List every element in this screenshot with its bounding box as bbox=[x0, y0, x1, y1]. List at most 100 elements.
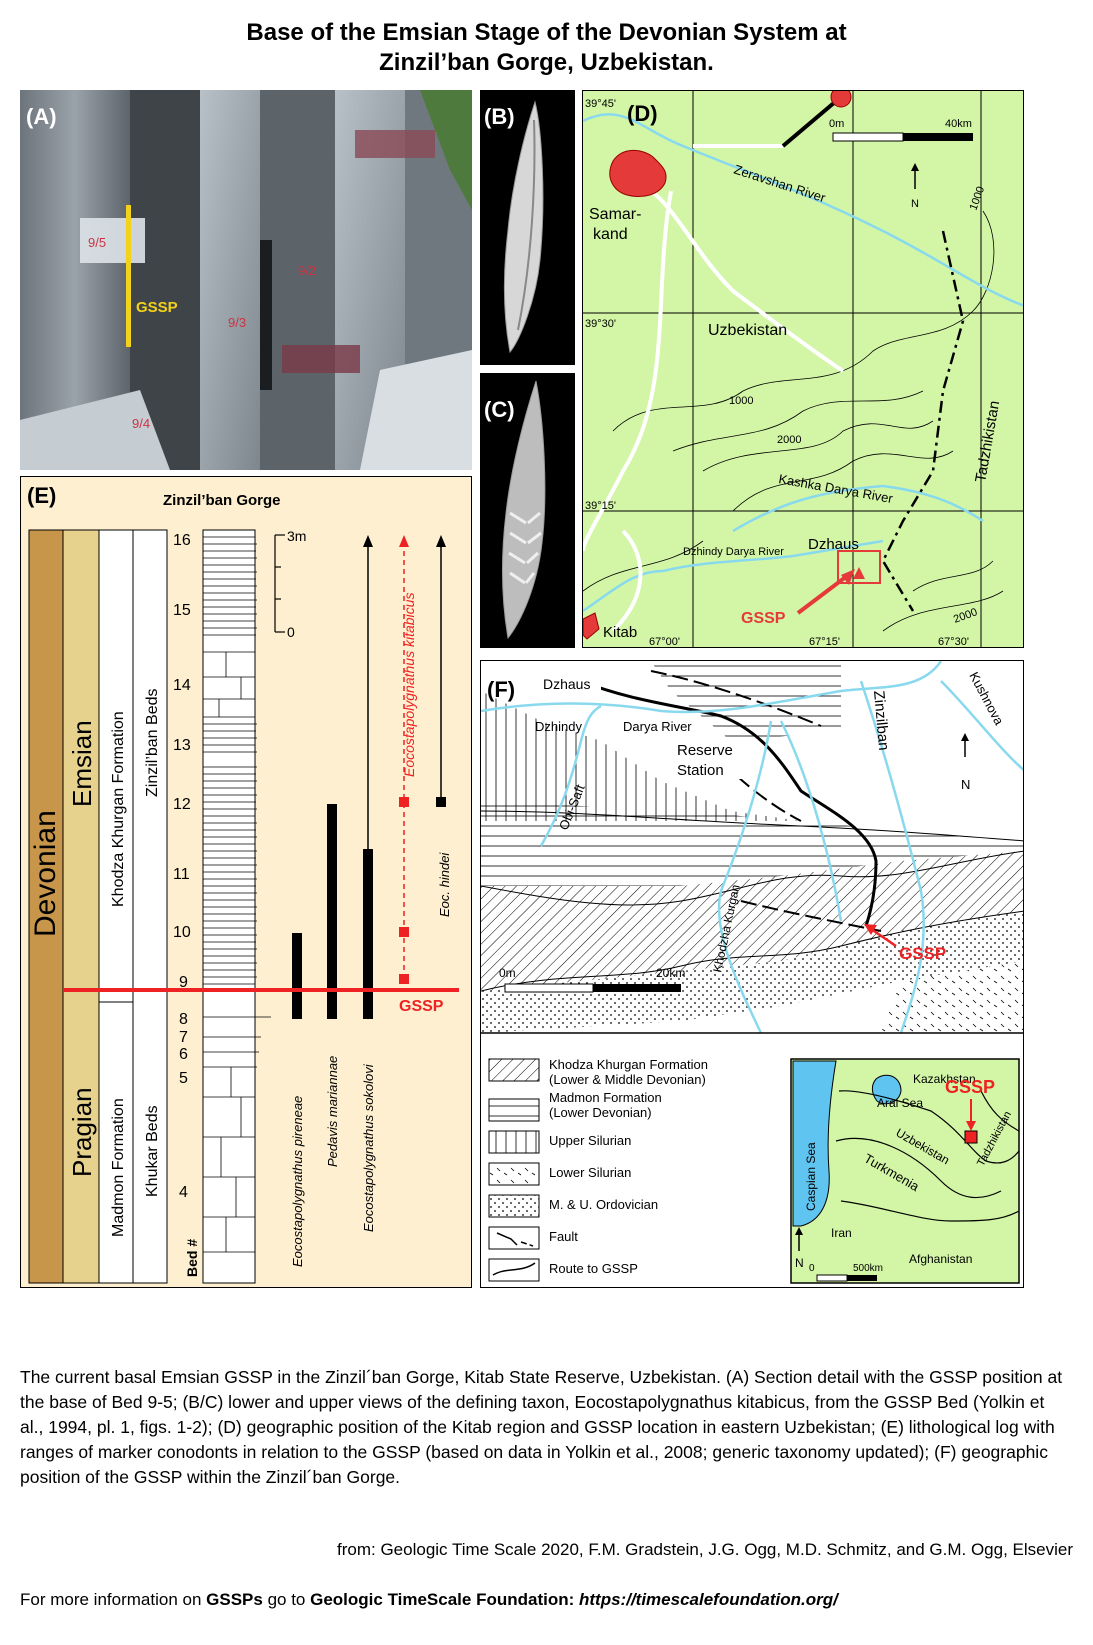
figure-caption: The current basal Emsian GSSP in the Zin… bbox=[20, 1367, 1063, 1487]
gssp-marker-bar bbox=[126, 205, 131, 347]
tadzhikistan-label: Tadzhikistan bbox=[972, 399, 1003, 483]
conodont-lower-view bbox=[503, 100, 544, 354]
bed-label-9-4: 9/4 bbox=[132, 416, 150, 431]
legend-khodza-1: Khodza Khurgan Formation bbox=[549, 1057, 708, 1072]
bed-11: 11 bbox=[173, 866, 190, 883]
bed-axis-label: Bed # bbox=[184, 1239, 200, 1277]
madmon-area-central bbox=[481, 801, 1023, 886]
range-pireneae bbox=[292, 933, 302, 1019]
map-d-north: N bbox=[911, 198, 919, 210]
ordovician-area bbox=[481, 911, 1023, 1033]
sokolovi-arrow-icon bbox=[363, 535, 373, 547]
local-rivers bbox=[481, 661, 1023, 1034]
lat-label-1: 39°45' bbox=[585, 98, 616, 110]
gorge-map-svg: GSSP 0m 20km N Dzhaus Dzhindy Darya Rive… bbox=[481, 661, 1023, 1284]
panel-d-regional-map: 0m 40km N 39°45' 39°30' 39°15' 67°00' 67… bbox=[582, 90, 1024, 648]
dzhaus-label: Dzhaus bbox=[808, 536, 859, 553]
legend-fault: Fault bbox=[549, 1229, 578, 1244]
inset-scale-max: 500km bbox=[853, 1263, 883, 1274]
inset-gssp-marker bbox=[964, 1130, 978, 1144]
scale-bottom-label: 0 bbox=[287, 624, 295, 640]
kitab-city bbox=[583, 612, 600, 640]
bed-5: 5 bbox=[179, 1070, 188, 1087]
bed-9: 9 bbox=[179, 974, 188, 991]
map-f-scale-max: 20km bbox=[656, 966, 685, 980]
zinzilban-label: Zinzilban bbox=[870, 690, 892, 751]
thin-bedded-limestone bbox=[203, 536, 257, 985]
route-to-gssp bbox=[580, 679, 878, 927]
outcrop-illustration: 9/5 9/2 9/3 9/4 GSSP bbox=[20, 90, 472, 470]
local-dzhindy-label: Dzhindy bbox=[535, 719, 582, 734]
legend-madmon-2: (Lower Devonian) bbox=[549, 1105, 652, 1120]
local-dzhaus-label: Dzhaus bbox=[543, 676, 590, 692]
panel-b-label: (B) bbox=[484, 104, 515, 129]
taxon-sokolovi: Eocostapolygnathus sokolovi bbox=[361, 1063, 376, 1232]
panel-b-conodont-lower: (B) bbox=[480, 90, 575, 365]
rivers bbox=[583, 113, 1023, 613]
title-line-1: Base of the Emsian Stage of the Devonian… bbox=[246, 19, 847, 46]
inset-map bbox=[790, 1058, 1020, 1284]
bed-label-9-2: 9/2 bbox=[298, 263, 316, 278]
bed-16: 16 bbox=[173, 532, 191, 549]
stratigraphic-log-svg: Devonian Emsian Pragian Khodza Khurgan F… bbox=[28, 492, 459, 1284]
devonian-label: Devonian bbox=[29, 810, 62, 937]
legend-madmon-1: Madmon Formation bbox=[549, 1090, 662, 1105]
zinzilban-beds-label: Zinzil’ban Beds bbox=[144, 689, 161, 798]
range-mariannae bbox=[327, 804, 337, 1019]
thickness-scale bbox=[274, 534, 285, 633]
lon-label-1: 67°00' bbox=[649, 636, 680, 648]
khodza-formation-column bbox=[98, 529, 134, 1003]
lon-label-2: 67°15' bbox=[809, 636, 840, 648]
contour-label-2: 1000 bbox=[968, 185, 988, 212]
gssp-arrow bbox=[796, 571, 853, 615]
dzhindy-river-label: Dzhindy Darya River bbox=[683, 546, 784, 558]
more-prefix: For more information on bbox=[20, 1590, 207, 1609]
panel-e-stratigraphic-log: Devonian Emsian Pragian Khodza Khurgan F… bbox=[20, 476, 472, 1288]
pragian-label: Pragian bbox=[67, 1087, 97, 1177]
more-info-line: For more information on GSSPs go to Geol… bbox=[20, 1590, 838, 1610]
samarkand-label-2: kand bbox=[593, 226, 628, 243]
station-label: Station bbox=[677, 762, 724, 779]
inset-aral: Aral Sea bbox=[877, 1096, 923, 1110]
inset-afghanistan: Afghanistan bbox=[909, 1252, 972, 1266]
legend-lower-silurian: Lower Silurian bbox=[549, 1165, 631, 1180]
map-d-scale-max: 40km bbox=[945, 118, 972, 130]
taxon-pireneae: Eocostapolygnathus pireneae bbox=[290, 1096, 305, 1267]
page-title: Base of the Emsian Stage of the Devonian… bbox=[0, 18, 1093, 78]
caspian-sea bbox=[792, 1060, 837, 1227]
inset-iran: Iran bbox=[831, 1226, 852, 1240]
samarkand-label-1: Samar- bbox=[589, 206, 641, 223]
gssp-photo-label: GSSP bbox=[136, 299, 178, 316]
map-f-north: N bbox=[961, 777, 970, 792]
hindei-arrow-icon bbox=[436, 535, 446, 547]
title-line-2: Zinzil’ban Gorge, Uzbekistan. bbox=[379, 49, 714, 76]
roads bbox=[583, 144, 845, 633]
samarkand-city bbox=[609, 149, 667, 197]
legend-upper-silurian: Upper Silurian bbox=[549, 1133, 631, 1148]
devonian-column bbox=[28, 529, 64, 1284]
bed-15: 15 bbox=[173, 602, 191, 619]
bed-12: 12 bbox=[173, 796, 191, 813]
kitab-label: Kitab bbox=[603, 624, 637, 641]
map-f-gssp-label: GSSP bbox=[899, 944, 946, 963]
more-mid: go to bbox=[262, 1590, 311, 1609]
local-darya-label: Darya River bbox=[623, 719, 692, 734]
map-d-scale-zero: 0m bbox=[829, 118, 844, 130]
zeravshan-river-label: Zeravshan River bbox=[732, 162, 828, 206]
inset-caspian: Caspian Sea bbox=[804, 1142, 818, 1211]
map-d-gssp-label: GSSP bbox=[741, 610, 786, 627]
foundation-link[interactable]: https://timescalefoundation.org/ bbox=[579, 1590, 838, 1609]
lon-label-3: 67°30' bbox=[938, 636, 969, 648]
panel-f-label: (F) bbox=[487, 677, 516, 702]
source-credit: from: Geologic Time Scale 2020, F.M. Gra… bbox=[337, 1540, 1073, 1559]
range-sokolovi bbox=[363, 849, 373, 1019]
contour-lines bbox=[583, 210, 1004, 632]
inset-gssp-label: GSSP bbox=[945, 1077, 995, 1097]
bed-4: 4 bbox=[179, 1184, 188, 1201]
inset-scale-zero: 0 bbox=[809, 1263, 815, 1274]
kitabicus-arrow-icon bbox=[399, 535, 409, 547]
bed-6: 6 bbox=[179, 1046, 188, 1063]
bed-10: 10 bbox=[173, 924, 191, 941]
khukar-beds-column bbox=[132, 989, 168, 1284]
lat-label-3: 39°15' bbox=[585, 500, 616, 512]
